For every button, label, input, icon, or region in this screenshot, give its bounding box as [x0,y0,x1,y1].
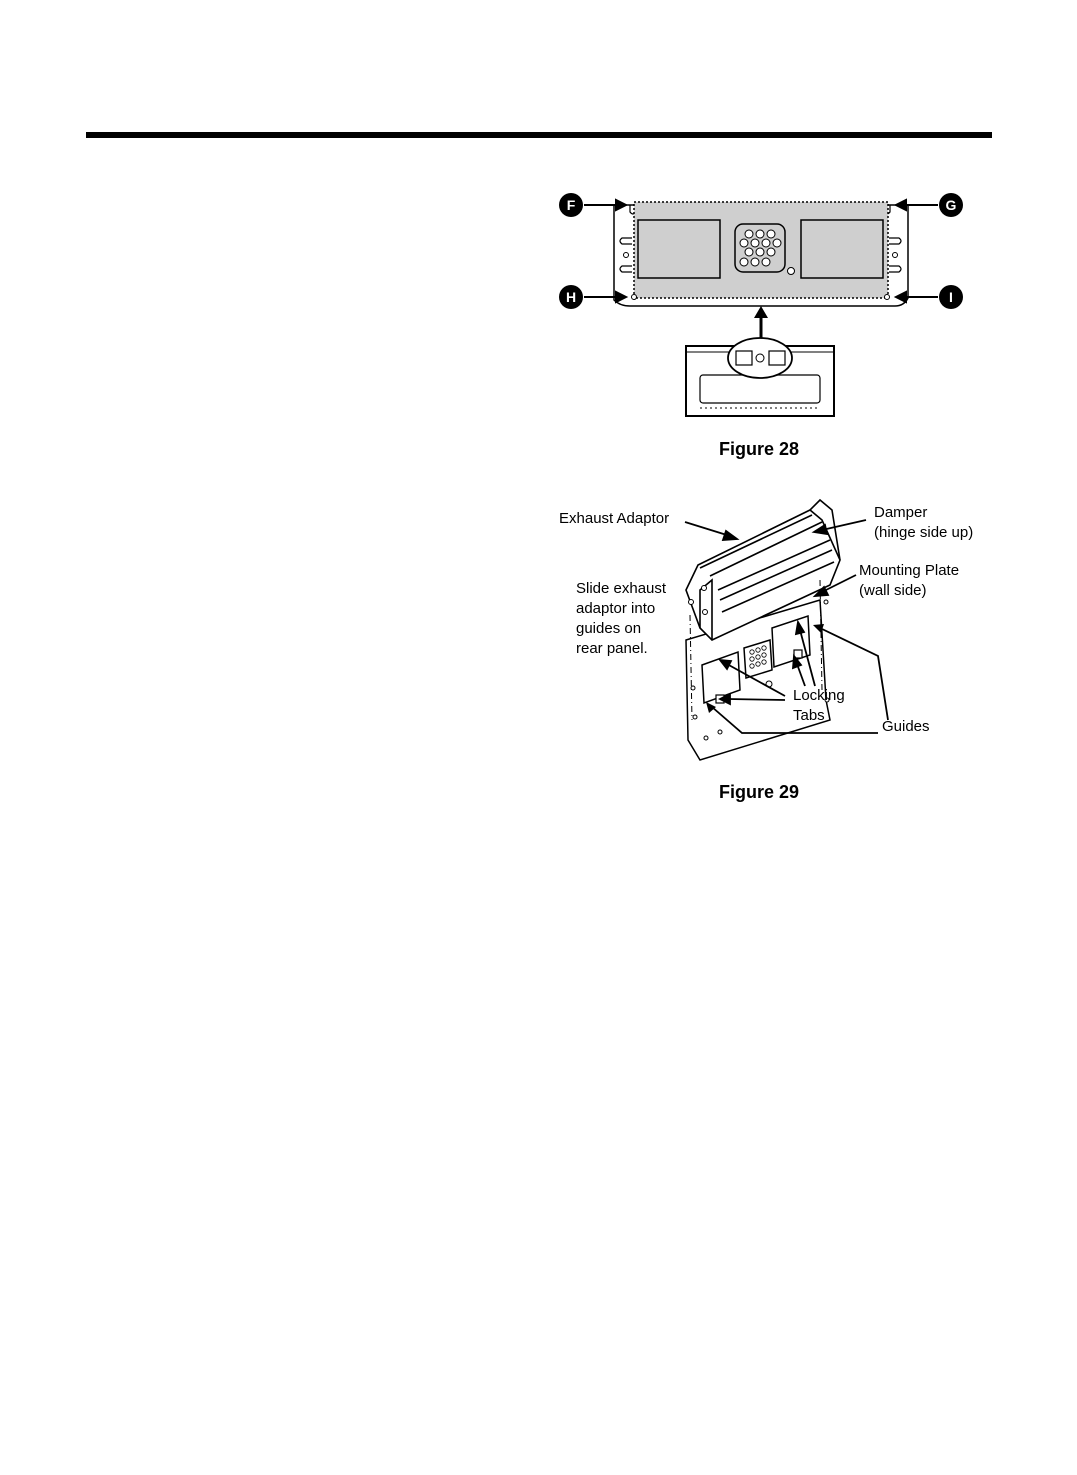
label-exhaust-adaptor: Exhaust Adaptor [559,509,669,529]
figure-29-illustration [0,0,1077,800]
label-tabs: Tabs [793,706,825,726]
label-locking: Locking [793,686,845,706]
label-slide-line4: rear panel. [576,639,648,659]
label-guides: Guides [882,717,930,737]
label-damper-note: (hinge side up) [874,523,973,543]
label-damper: Damper [874,503,927,523]
label-mounting-plate-note: (wall side) [859,581,927,601]
label-slide-line3: guides on [576,619,641,639]
label-mounting-plate: Mounting Plate [859,561,959,581]
figure-29-caption: Figure 29 [719,782,799,803]
label-slide-line1: Slide exhaust [576,579,666,599]
label-slide-line2: adaptor into [576,599,655,619]
